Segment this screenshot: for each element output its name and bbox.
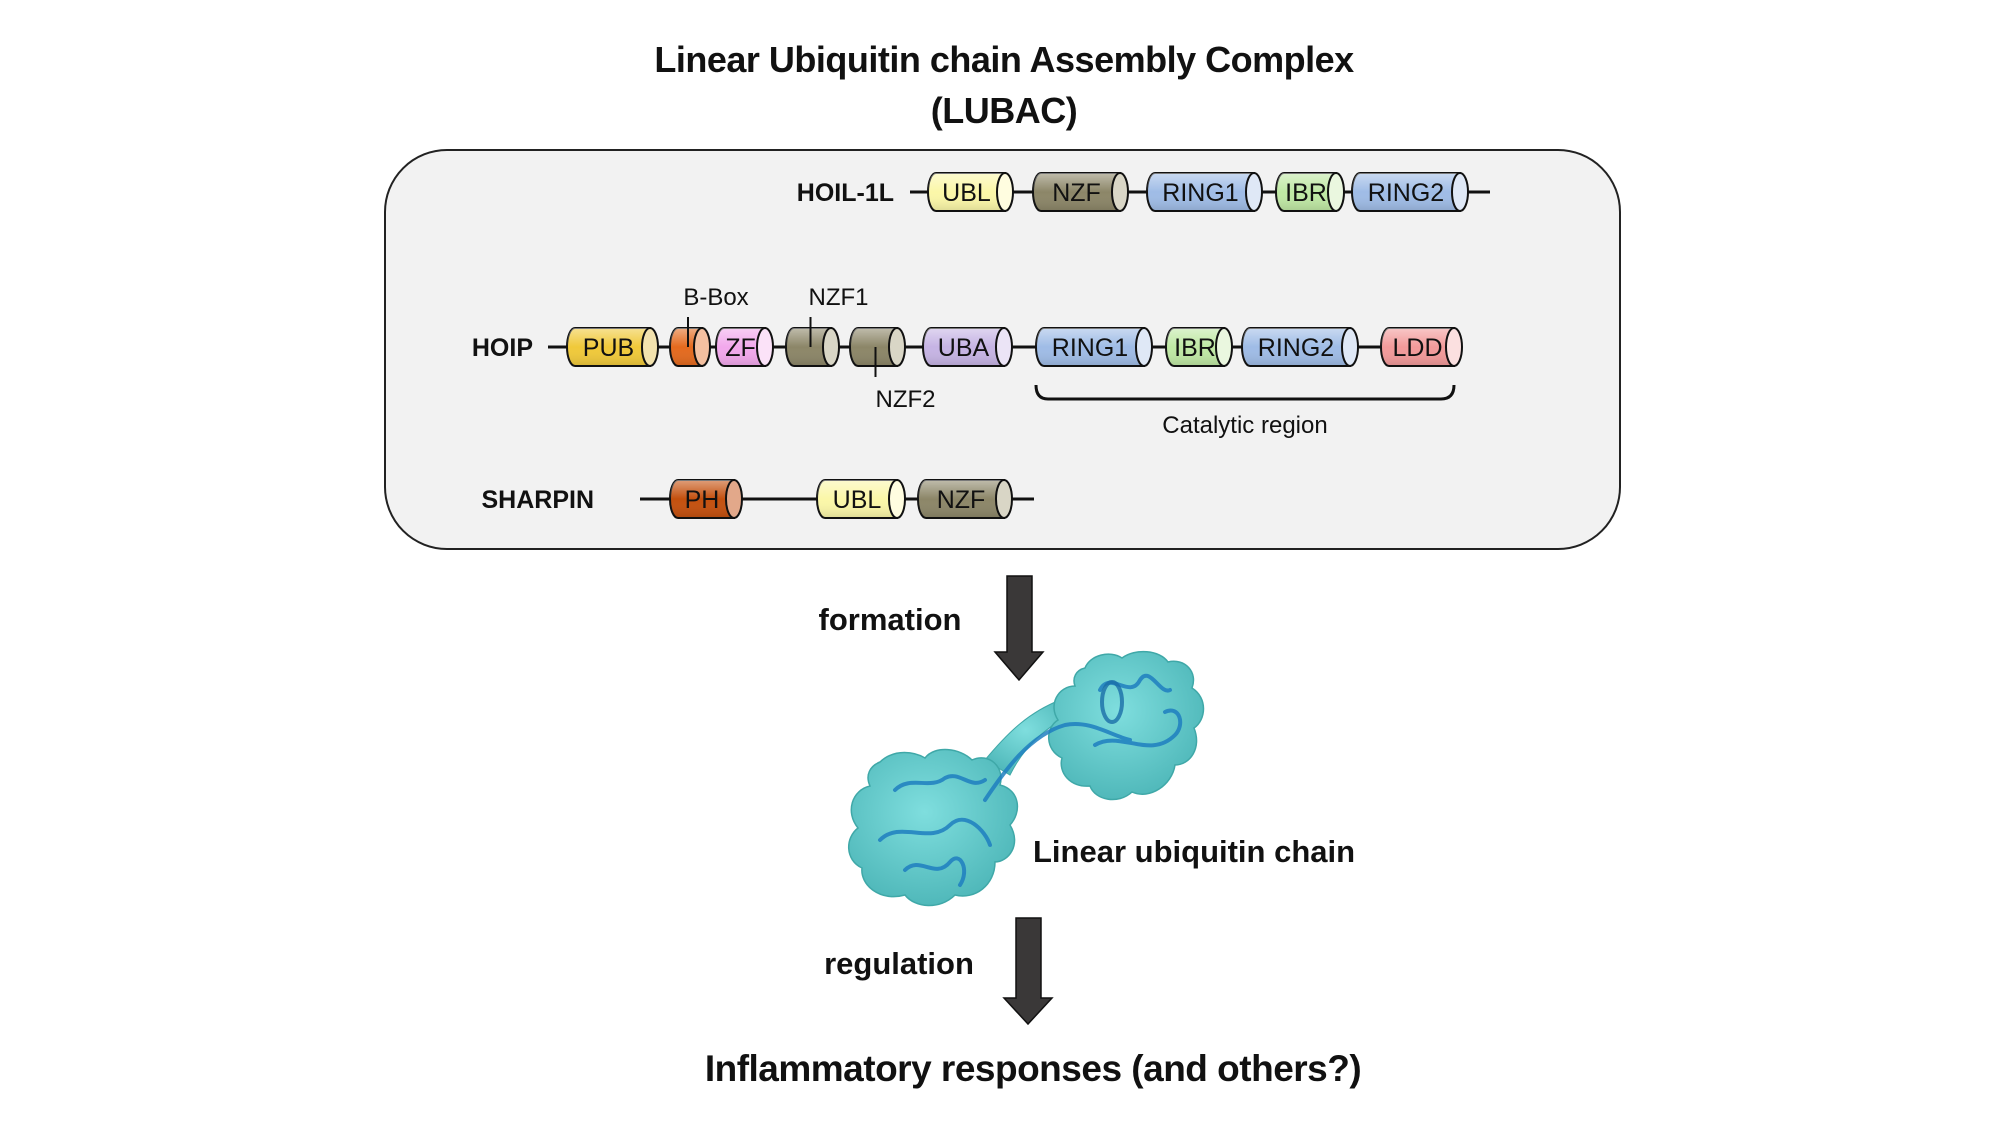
- domain-nzf2: NZF2: [849, 327, 936, 413]
- domain-end-cap: [822, 327, 840, 367]
- domain-label: IBR: [1285, 179, 1327, 207]
- domain-nzf: NZF: [1032, 172, 1129, 212]
- domain-shading: [923, 328, 1004, 366]
- domain-shading: [850, 328, 897, 366]
- protein-row-hoil-1l: HOIL-1L UBL NZF RING1 IBR RING2: [797, 172, 1490, 212]
- domain-shading: [1033, 173, 1120, 211]
- domain-shading: [1036, 328, 1144, 366]
- domain-ubl: UBL: [816, 479, 906, 519]
- diagram-subtitle: (LUBAC): [931, 90, 1077, 131]
- domain-end-cap: [693, 327, 711, 367]
- domain-end-cap: [725, 479, 743, 519]
- annotation-nzf2: NZF2: [876, 386, 936, 413]
- regulation-label: regulation: [824, 946, 974, 981]
- domain-label: ZF: [725, 334, 756, 362]
- catalytic-region-label: Catalytic region: [1162, 412, 1327, 439]
- domain-end-cap: [888, 479, 906, 519]
- domain-end-cap: [1245, 172, 1263, 212]
- domain-label: RING1: [1162, 179, 1238, 207]
- domain-shading: [817, 480, 897, 518]
- domain-uba: UBA: [922, 327, 1013, 367]
- domain-label: PUB: [583, 334, 634, 362]
- domain-b-box: B-Box: [669, 284, 749, 367]
- domain-end-cap: [1111, 172, 1129, 212]
- domain-end-cap: [1451, 172, 1469, 212]
- domain-shading: [786, 328, 831, 366]
- formation-arrow-icon: [993, 575, 1045, 682]
- domain-ring1: RING1: [1035, 327, 1153, 367]
- catalytic-region-bracket: [1034, 384, 1456, 401]
- domain-end-cap: [1135, 327, 1153, 367]
- domain-nzf1: NZF1: [785, 284, 869, 367]
- domain-shading: [1276, 173, 1336, 211]
- domain-pub: PUB: [566, 327, 659, 367]
- domain-label: UBL: [833, 486, 882, 514]
- domain-end-cap: [888, 327, 906, 367]
- domain-ldd: LDD: [1380, 327, 1463, 367]
- annotation-b-box: B-Box: [683, 284, 748, 311]
- domain-ubl: UBL: [927, 172, 1014, 212]
- regulation-arrow-icon: [1002, 917, 1054, 1026]
- domain-label: UBA: [938, 334, 990, 362]
- domain-shading: [918, 480, 1004, 518]
- ribbon-left-sheet: [878, 817, 992, 847]
- protein-name-hoip: HOIP: [472, 334, 533, 362]
- domain-shading: [928, 173, 1005, 211]
- domain-shading: [1242, 328, 1350, 366]
- domain-shading: [1381, 328, 1454, 366]
- domain-ph: PH: [669, 479, 743, 519]
- diagram-title: Linear Ubiquitin chain Assembly Complex: [654, 39, 1354, 80]
- domain-ibr: IBR: [1165, 327, 1233, 367]
- domain-end-cap: [995, 327, 1013, 367]
- domain-shading: [670, 480, 734, 518]
- domain-ring2: RING2: [1351, 172, 1469, 212]
- protein-name-hoil-1l: HOIL-1L: [797, 179, 894, 207]
- domain-label: IBR: [1174, 334, 1216, 362]
- domain-shading: [567, 328, 650, 366]
- protein-row-sharpin: SHARPIN PH UBL NZF: [481, 479, 1034, 519]
- domain-shading: [1166, 328, 1224, 366]
- linear-ubiquitin-chain-label: Linear ubiquitin chain: [1033, 834, 1355, 869]
- domain-end-cap: [756, 327, 774, 367]
- outcome-label: Inflammatory responses (and others?): [705, 1048, 1361, 1089]
- domain-label: RING2: [1258, 334, 1334, 362]
- ribbon-right-coil: [1100, 680, 1124, 724]
- domain-end-cap: [641, 327, 659, 367]
- domain-end-cap: [996, 172, 1014, 212]
- ribbon-left-loop: [903, 856, 967, 887]
- domain-label: UBL: [942, 179, 991, 207]
- formation-label: formation: [819, 602, 962, 637]
- domain-label: RING1: [1052, 334, 1128, 362]
- ubiquitin-monomer-left: [848, 748, 1019, 907]
- domain-end-cap: [1341, 327, 1359, 367]
- domain-shading: [716, 328, 765, 366]
- domain-nzf: NZF: [917, 479, 1013, 519]
- domain-ring2: RING2: [1241, 327, 1359, 367]
- linear-ubiquitin-structure-image: [848, 650, 1205, 907]
- domain-end-cap: [1445, 327, 1463, 367]
- domain-shading: [1147, 173, 1254, 211]
- domain-ring1: RING1: [1146, 172, 1263, 212]
- domain-label: PH: [685, 486, 720, 514]
- ribbon-linker: [983, 722, 1132, 802]
- domain-shading: [670, 328, 702, 366]
- ribbon-left-helix: [893, 774, 987, 792]
- domain-label: RING2: [1368, 179, 1444, 207]
- domain-end-cap: [1215, 327, 1233, 367]
- domain-label: NZF: [1052, 179, 1101, 207]
- annotation-nzf1: NZF1: [809, 284, 869, 311]
- domain-end-cap: [1327, 172, 1345, 212]
- domain-zf: ZF: [715, 327, 774, 367]
- domain-label: NZF: [937, 486, 986, 514]
- domain-label: LDD: [1392, 334, 1442, 362]
- domain-shading: [1352, 173, 1460, 211]
- domain-ibr: IBR: [1275, 172, 1345, 212]
- ribbon-right-loop: [1093, 708, 1183, 748]
- protein-name-sharpin: SHARPIN: [481, 486, 594, 514]
- domain-end-cap: [995, 479, 1013, 519]
